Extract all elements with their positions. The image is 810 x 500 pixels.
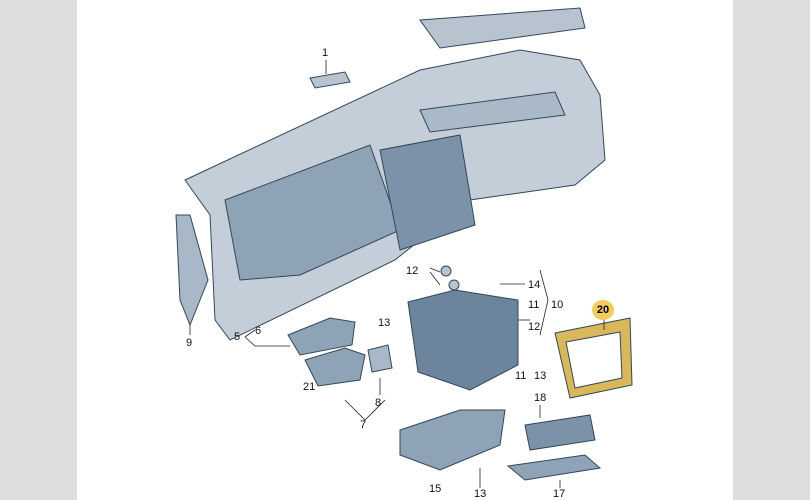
part-20-trim — [554, 317, 633, 399]
label-11: 11 — [528, 299, 540, 311]
label-9: 9 — [186, 337, 193, 349]
parts-diagram: 1 9 5 6 13 21 7 8 12 14 11 10 12 11 13 2… — [77, 0, 733, 500]
label-13: 13 — [378, 317, 391, 329]
part-18 — [524, 414, 596, 451]
label-6: 6 — [255, 325, 262, 337]
label-20-highlighted[interactable]: 20 — [592, 300, 614, 320]
part-9 — [175, 214, 209, 327]
part-15 — [399, 409, 506, 471]
label-17: 17 — [553, 488, 566, 500]
label-8: 8 — [375, 397, 382, 409]
label-18: 18 — [534, 392, 547, 404]
part-6 — [287, 317, 356, 356]
part-11-bracket — [407, 289, 519, 391]
label-13: 13 — [534, 370, 547, 382]
label-11: 11 — [515, 370, 527, 382]
label-1: 1 — [322, 47, 329, 59]
label-7: 7 — [360, 419, 367, 431]
label-12: 12 — [406, 265, 419, 277]
part-8 — [367, 344, 393, 373]
part-17 — [506, 454, 602, 481]
label-21: 21 — [303, 381, 316, 393]
label-5: 5 — [234, 331, 241, 343]
part-7 — [304, 347, 366, 387]
dash-top-vent — [419, 7, 586, 49]
part-1 — [309, 71, 351, 89]
label-15: 15 — [429, 483, 442, 495]
label-10: 10 — [551, 299, 564, 311]
label-14: 14 — [528, 279, 541, 291]
label-12: 12 — [528, 321, 541, 333]
label-13: 13 — [474, 488, 487, 500]
